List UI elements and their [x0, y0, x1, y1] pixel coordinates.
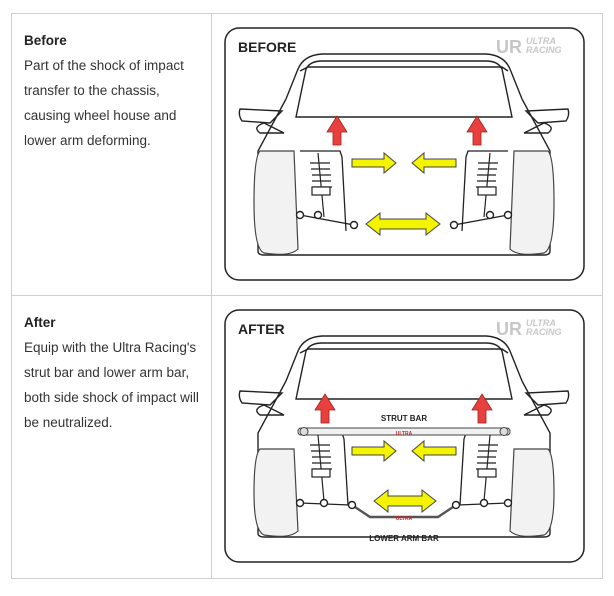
comparison-table [11, 13, 603, 579]
right-shock-absorber [476, 434, 498, 502]
front-wheels [253, 150, 555, 255]
panel-label: AFTER [238, 321, 285, 337]
before-description: Part of the shock of impact transfer to … [24, 58, 184, 148]
strut-bar-brand: ULTRA [396, 431, 413, 437]
left-shock-absorber [310, 434, 332, 502]
logo-line2: RACING [526, 327, 562, 337]
logo-line1: ULTRA [526, 36, 556, 46]
lower-arm-bar-brand: ULTRA [396, 516, 413, 522]
car-body [238, 53, 570, 256]
after-diagram-panel: AFTER UR ULTRA RACING STRUT BAR ULTRA [224, 309, 585, 563]
after-car-diagram: AFTER UR ULTRA RACING STRUT BAR ULTRA [224, 309, 585, 563]
strut-bar-label: STRUT BAR [381, 414, 427, 423]
panel-label: BEFORE [238, 39, 296, 55]
panel-frame [224, 309, 585, 563]
force-arrows-yellow [351, 151, 457, 237]
before-car-diagram: BEFORE UR ULTRA RACING [224, 27, 585, 281]
ultra-racing-logo: UR ULTRA RACING [496, 318, 562, 339]
wheel-houses [300, 150, 508, 232]
front-wheels [253, 448, 555, 537]
impact-arrows-red [326, 115, 488, 146]
right-shock-absorber [476, 152, 498, 218]
logo-line1: ULTRA [526, 318, 556, 328]
after-heading: After [24, 315, 56, 330]
before-heading: Before [24, 33, 67, 48]
logo-line2: RACING [526, 45, 562, 55]
logo-mark: UR [496, 37, 522, 57]
impact-arrows-red [314, 393, 493, 424]
column-divider [211, 13, 212, 579]
before-text-cell: Before Part of the shock of impact trans… [24, 28, 202, 153]
row-divider [11, 295, 603, 296]
lower-arm-bar-label: LOWER ARM BAR [369, 534, 439, 543]
force-arrows-yellow [351, 439, 457, 514]
strut-bar [297, 427, 511, 436]
ultra-racing-logo: UR ULTRA RACING [496, 36, 562, 57]
logo-mark: UR [496, 319, 522, 339]
before-diagram-panel: BEFORE UR ULTRA RACING [224, 27, 585, 281]
left-shock-absorber [310, 152, 332, 218]
after-description: Equip with the Ultra Racing's strut bar … [24, 340, 199, 430]
after-text-cell: After Equip with the Ultra Racing's stru… [24, 310, 202, 435]
lower-arm-bar [351, 504, 457, 519]
suspension-joints [295, 498, 513, 510]
car-body [238, 335, 570, 538]
suspension-joints [295, 210, 513, 230]
